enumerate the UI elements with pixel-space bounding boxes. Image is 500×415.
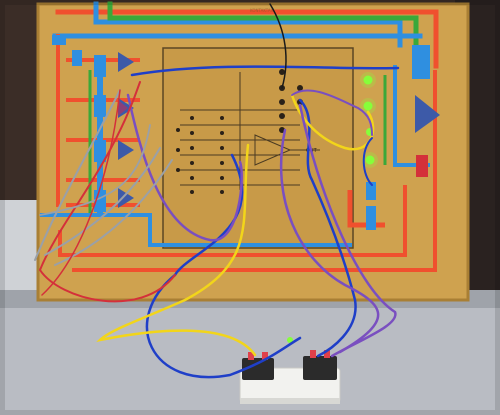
breadboard [239,350,341,404]
jumper-wires [34,3,400,379]
right-components [366,45,440,230]
shelf-left [0,200,40,290]
left-amplifier-column [52,35,140,215]
top-traces [52,1,439,207]
board-label: KONTAKTAIR [250,8,275,13]
green-leds [287,72,378,343]
schematic-pins [176,69,303,194]
board-inner-panel [162,47,354,249]
